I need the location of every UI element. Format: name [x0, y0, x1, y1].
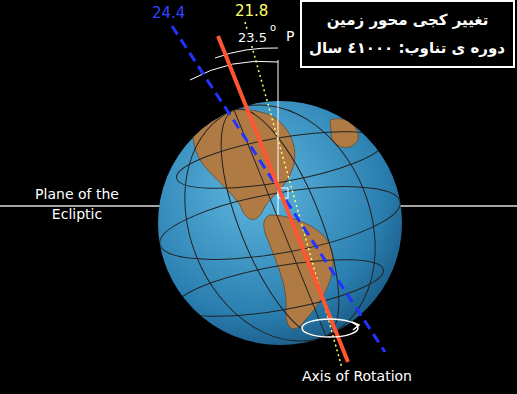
title-line: دوره ی تناوب: ٤١٠٠٠ سال [310, 34, 505, 62]
title-box: تغییر کجی محور زمیندوره ی تناوب: ٤١٠٠٠ س… [300, 0, 515, 68]
degree-mark: o [268, 22, 278, 33]
pole-label: P [284, 28, 296, 44]
plane-label: Plane of the Ecliptic [20, 184, 134, 224]
angle-value: 23.5 [236, 30, 269, 45]
title-line: تغییر کجی محور زمین [310, 6, 505, 34]
angle-value: 21.8 [233, 2, 270, 20]
axis-label: Axis of Rotation [300, 368, 414, 384]
angle-value: 24.4 [150, 4, 187, 22]
